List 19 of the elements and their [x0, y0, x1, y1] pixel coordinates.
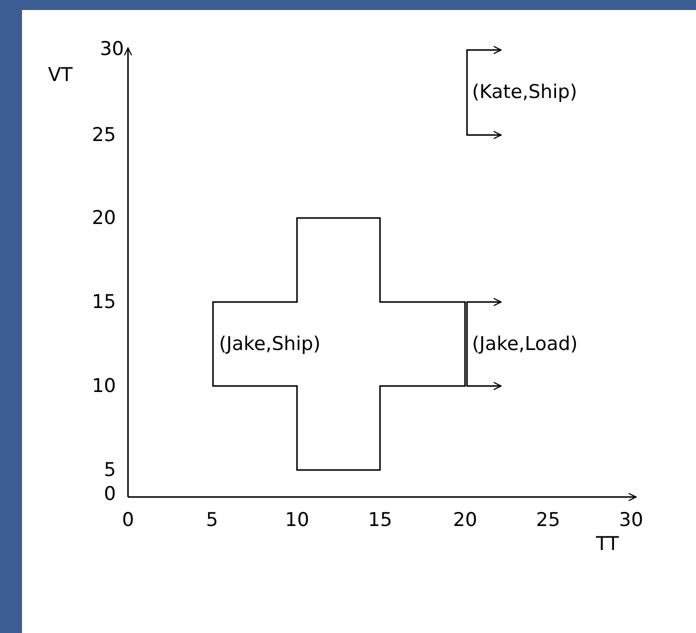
tick-label: 0	[104, 483, 116, 505]
tick-label: 15	[368, 509, 392, 531]
tick-label: 25	[536, 509, 560, 531]
tick-label: 30	[100, 38, 124, 60]
axis-title: VT	[48, 64, 73, 86]
region-label: (Jake,Ship)	[219, 333, 321, 355]
region-label: (Jake,Load)	[472, 333, 578, 355]
tick-label: 20	[92, 207, 116, 229]
tick-label: 0	[122, 509, 134, 531]
region-label: (Kate,Ship)	[472, 81, 578, 103]
tick-label: 10	[92, 375, 116, 397]
tick-label: 5	[206, 509, 218, 531]
tick-label: 20	[453, 509, 478, 531]
tick-label: 15	[92, 291, 116, 313]
tick-label: 25	[92, 124, 116, 146]
tick-label: 5	[104, 459, 116, 481]
tick-label: 10	[285, 509, 310, 531]
axis-title: TT	[596, 533, 619, 555]
tick-label: 30	[619, 509, 644, 531]
